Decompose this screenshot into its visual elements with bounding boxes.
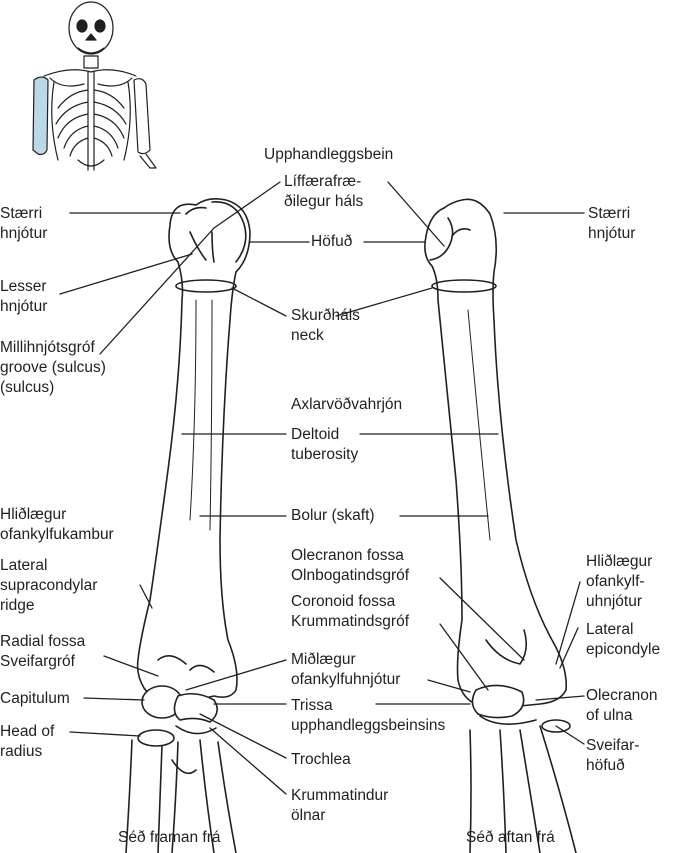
label-radius-head-back: Sveifar-höfuð xyxy=(586,736,639,776)
text: hnjótur xyxy=(0,225,48,242)
label-coronoid-process: Krummatindur ölnar xyxy=(291,786,388,826)
text: uhnjótur xyxy=(586,593,643,610)
label-shaft: Bolur (skaft) xyxy=(291,507,375,524)
label-lateral-epicondyle: Lateral epicondyle xyxy=(586,620,660,660)
text: Skurðháls xyxy=(291,307,360,324)
text: epicondyle xyxy=(586,641,661,658)
label-surgical-neck: Skurðháls neck xyxy=(291,306,360,346)
text: Hliðlægur xyxy=(586,553,653,570)
text: höfuð xyxy=(586,757,625,774)
text: Stærri xyxy=(0,205,43,222)
text: Sveifar- xyxy=(586,737,640,754)
text: tuberosity xyxy=(291,446,359,463)
text: ölnar xyxy=(291,807,326,824)
label-trochlea-is: Trissa upphandleggsbeinsins xyxy=(291,696,445,736)
text: ofankylfukambur xyxy=(0,526,114,543)
label-capitulum: Capitulum xyxy=(0,690,70,707)
label-lesser-tubercle: Lesser hnjótur xyxy=(0,277,47,317)
text: Olecranon xyxy=(586,687,658,704)
text: Head of xyxy=(0,723,55,740)
text: Lateral xyxy=(586,621,634,638)
skeleton-thumbnail xyxy=(32,1,157,171)
text: hnjótur xyxy=(588,225,636,242)
text: Hliðlægur xyxy=(0,506,67,523)
text: groove (sulcus) xyxy=(0,359,106,376)
title: Upphandleggsbein xyxy=(264,146,394,163)
text: ridge xyxy=(0,597,35,614)
text: Millihnjótsgróf xyxy=(0,339,95,356)
label-head-of-radius: Head of radius xyxy=(0,722,54,762)
text: radius xyxy=(0,743,43,760)
label-radial-groove: Axlarvöðvahrjón xyxy=(291,396,403,413)
text: Trissa xyxy=(291,697,333,714)
text: hnjótur xyxy=(0,298,48,315)
text: Stærri xyxy=(588,205,631,222)
text: Miðlægur xyxy=(291,651,356,668)
label-intertubercular-groove: Millihnjótsgróf groove (sulcus) (sulcus) xyxy=(0,338,106,398)
text: ðilegur háls xyxy=(284,193,364,210)
label-greater-tubercle-front: Stærri hnjótur xyxy=(0,204,47,244)
label-medial-epicondyle: Miðlægur ofankylfuhnjótur xyxy=(291,650,400,690)
label-anatomical-neck: Líffærafræ-ðilegur háls xyxy=(284,172,363,212)
text: Lesser xyxy=(0,278,47,295)
highlighted-humerus xyxy=(32,76,49,156)
text: Krummatindsgróf xyxy=(291,613,410,630)
caption-back-view: Séð aftan frá xyxy=(466,829,555,846)
caption-front-view: Séð framan frá xyxy=(118,829,221,846)
text: Olecranon fossa xyxy=(291,547,404,564)
label-trochlea: Trochlea xyxy=(291,751,351,768)
text: of ulna xyxy=(586,707,633,724)
text: Líffærafræ- xyxy=(284,173,362,190)
text: Coronoid fossa xyxy=(291,593,396,610)
label-lateral-supracondylar-ridge-is: Hliðlægur ofankylfukambur xyxy=(0,505,114,545)
text: Radial fossa xyxy=(0,633,86,650)
label-head: Höfuð xyxy=(311,233,353,250)
text: Sveifargróf xyxy=(0,653,75,670)
text: Olnbogatindsgróf xyxy=(291,567,410,584)
label-deltoid-tuberosity: Deltoid tuberosity xyxy=(291,425,358,465)
humerus-front-view xyxy=(125,198,251,853)
humerus-back-view xyxy=(424,198,577,853)
text: Lateral xyxy=(0,557,48,574)
label-lateral-epicondyle-is: Hliðlægur ofankylf-uhnjótur xyxy=(586,552,652,612)
leader-lines xyxy=(59,181,585,795)
label-greater-tubercle-back: Stærri hnjótur xyxy=(588,204,635,244)
text: neck xyxy=(291,327,324,344)
label-olecranon-of-ulna: Olecranon of ulna xyxy=(586,686,658,726)
label-lateral-supracondylar-ridge: Lateral supracondylar ridge xyxy=(0,556,97,616)
text: ofankylfuhnjótur xyxy=(291,671,401,688)
text: Krummatindur xyxy=(291,787,389,804)
text: ofankylf- xyxy=(586,573,645,590)
text: upphandleggsbeinsins xyxy=(291,717,446,734)
text: supracondylar xyxy=(0,577,98,594)
text: (sulcus) xyxy=(0,379,55,396)
text: Deltoid xyxy=(291,426,340,443)
